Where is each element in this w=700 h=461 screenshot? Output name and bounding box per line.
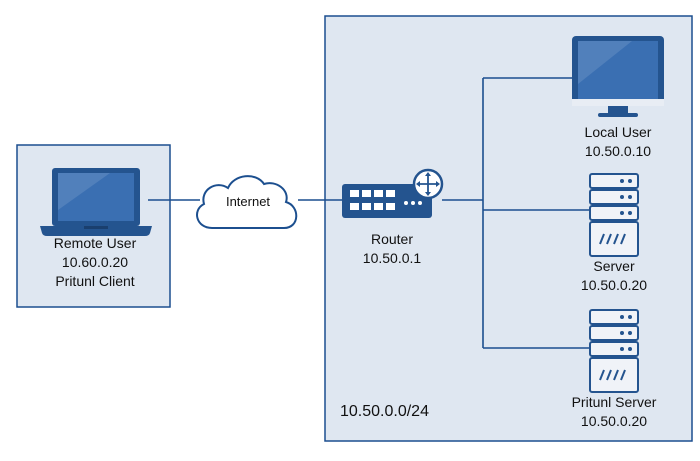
cloud-icon xyxy=(196,175,298,229)
monitor-icon xyxy=(572,36,664,117)
server-name: Server xyxy=(593,258,635,274)
remote-user-ip: 10.60.0.20 xyxy=(62,254,128,270)
internet-label: Internet xyxy=(226,194,270,209)
subnet-label: 10.50.0.0/24 xyxy=(340,403,429,420)
remote-user-client: Pritunl Client xyxy=(55,273,134,289)
pritunl-server-ip: 10.50.0.20 xyxy=(581,413,647,429)
router-name: Router xyxy=(371,231,413,247)
server-ip: 10.50.0.20 xyxy=(581,277,647,293)
local-user-ip: 10.50.0.10 xyxy=(585,143,651,159)
router-ip: 10.50.0.1 xyxy=(363,250,422,266)
remote-user-name: Remote User xyxy=(54,235,137,251)
local-user-name: Local User xyxy=(585,124,652,140)
connection-lines xyxy=(148,77,590,349)
pritunl-server-name: Pritunl Server xyxy=(572,394,657,410)
router-icon xyxy=(342,168,444,218)
pritunl-server-icon xyxy=(589,309,639,393)
server-icon xyxy=(589,173,639,257)
laptop-icon xyxy=(40,168,152,236)
